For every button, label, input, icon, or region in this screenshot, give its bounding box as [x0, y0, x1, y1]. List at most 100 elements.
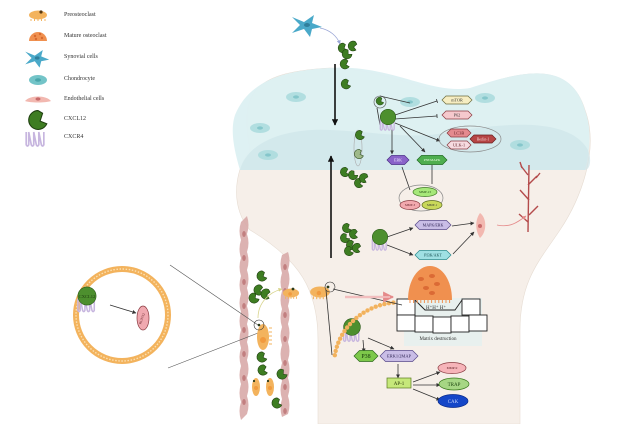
cxcl12-icon — [359, 173, 369, 184]
pathway-arrow — [386, 227, 414, 238]
pathway-arrow — [367, 337, 395, 350]
pathway-arrow — [451, 221, 475, 227]
legend-label-chondrocyte: Chondrocyte — [64, 76, 95, 82]
legend-icons — [25, 10, 51, 147]
node-mmp9: MMP-9 — [437, 362, 467, 374]
chondrocyte — [400, 97, 420, 107]
endothelial-cell-target — [476, 213, 486, 238]
node-p62-label: P62 — [454, 112, 461, 117]
legend-label-synovial: Synovial cells — [64, 54, 98, 60]
chondrocyte-icon — [29, 75, 47, 85]
cxcr4-icon — [25, 131, 45, 147]
legend-label-cxcr4: CXCR4 — [64, 134, 84, 140]
node-mmp3-label: MMP-3 — [405, 203, 416, 207]
pathway-arrow — [452, 231, 475, 255]
pathway-arrow — [399, 125, 426, 153]
node-pi3k-akt-label: PI3K/AKT — [424, 252, 442, 257]
matrix-block — [450, 315, 470, 333]
preosteoclast-icon — [29, 10, 47, 21]
preosteoclast — [310, 286, 330, 300]
runx2-arrow — [109, 304, 137, 314]
preosteoclast — [252, 378, 260, 396]
node-erk12map-label: ERK1/2MAP — [387, 354, 411, 359]
cxcl12-icon — [248, 292, 260, 304]
chondrocyte — [510, 140, 530, 150]
pathway-arrow — [412, 371, 441, 383]
cxcl12-cxcr4-complex — [371, 229, 388, 251]
cxcl12-icon — [344, 246, 354, 256]
autophagy-group — [438, 125, 502, 153]
preosteoclast — [282, 288, 300, 299]
zoom-line-upper — [169, 264, 259, 326]
node-p62: P62 — [441, 110, 473, 120]
synovial-secretion-arrow — [319, 27, 341, 45]
angiogenesis-arrow — [496, 215, 527, 227]
cxcl12-icon — [256, 270, 268, 282]
matrix-block — [432, 316, 452, 334]
zoom-line-lower — [167, 332, 259, 369]
node-p38-label: P38 — [361, 354, 370, 360]
node-ulk1-label: ULK-1 — [453, 142, 465, 147]
legend-label-mature-osteoclast: Mature osteoclast — [64, 33, 107, 39]
node-beclin1: Beclin-1 — [469, 134, 497, 144]
runx2-label: RUNX2 — [138, 312, 146, 325]
cxcl12-icon — [341, 49, 353, 60]
synovial-cell-icon — [25, 50, 50, 68]
mature-osteoclast-icon — [29, 32, 47, 41]
cxcl12-icon — [349, 229, 358, 239]
chondrocyte — [250, 123, 270, 133]
node-erk12map: ERK1/2MAP — [379, 350, 419, 362]
preosteoclast — [266, 378, 274, 396]
pathway-arrow — [412, 388, 441, 401]
cxcl12-icon — [339, 58, 350, 70]
cxcl12-migration-ring — [353, 129, 363, 167]
cxcl12-icon — [354, 149, 364, 159]
matrix-block — [396, 298, 416, 316]
synovial-cell — [292, 15, 322, 37]
zoom-line — [376, 107, 381, 126]
node-mapk-erk: MAPK/ERK — [414, 220, 452, 230]
endothelial-vessel — [280, 252, 290, 417]
node-erk: ERK — [386, 155, 410, 165]
runx2-node — [136, 305, 150, 331]
node-trap-label: TRAP — [448, 383, 461, 388]
cxcl12-icon — [352, 243, 362, 254]
cxcl12-icon — [340, 78, 351, 90]
mature-osteoclast — [408, 266, 452, 303]
mmp-group — [398, 184, 444, 212]
cxcl12-cxcr4-complex — [379, 109, 396, 131]
cxcl12-icon — [375, 96, 385, 106]
node-mtor: mTOR — [441, 95, 473, 105]
node-beclin1-label: Beclin-1 — [477, 137, 490, 141]
chondrocyte — [286, 92, 306, 102]
cxcl12-icon — [340, 233, 351, 243]
node-mmp13-label: MMP-13 — [419, 190, 431, 194]
node-ap1: AP-1 — [386, 377, 412, 389]
node-ap1-label: AP-1 — [394, 382, 405, 387]
matrix-block — [468, 314, 488, 332]
chondrocyte — [475, 93, 495, 103]
node-cak: CAK — [437, 394, 469, 408]
cxcl12-cxcr4-complex — [342, 318, 361, 343]
node-erk-label: ERK — [394, 157, 402, 162]
legend-label-preosteoclast: Preosteoclast — [64, 12, 96, 18]
cxcl12-cxcr4-complex: CXCL12 — [77, 286, 97, 313]
legend-label-cxcl12: CXCL12 — [64, 116, 87, 122]
pathway-edges — [353, 95, 502, 401]
cxcl12-icon — [342, 223, 352, 233]
pathway-arrow — [386, 244, 414, 256]
matrix-block — [414, 315, 434, 333]
node-pi3k-akt: PI3K/AKT — [414, 250, 452, 260]
node-mmp1: MMP-1 — [421, 200, 443, 210]
node-mmp1-label: MMP-1 — [427, 203, 438, 207]
pathway-arrow — [394, 98, 439, 116]
cxcl12-icon — [276, 368, 288, 380]
pathway-arrow — [394, 122, 441, 142]
node-mmp13: MMP-13 — [412, 187, 438, 197]
pathway-arrow — [361, 339, 366, 353]
pathway-arrow — [401, 166, 411, 191]
bone-matrix: H⁺H⁺ H⁺Matrix destruction — [396, 298, 488, 346]
